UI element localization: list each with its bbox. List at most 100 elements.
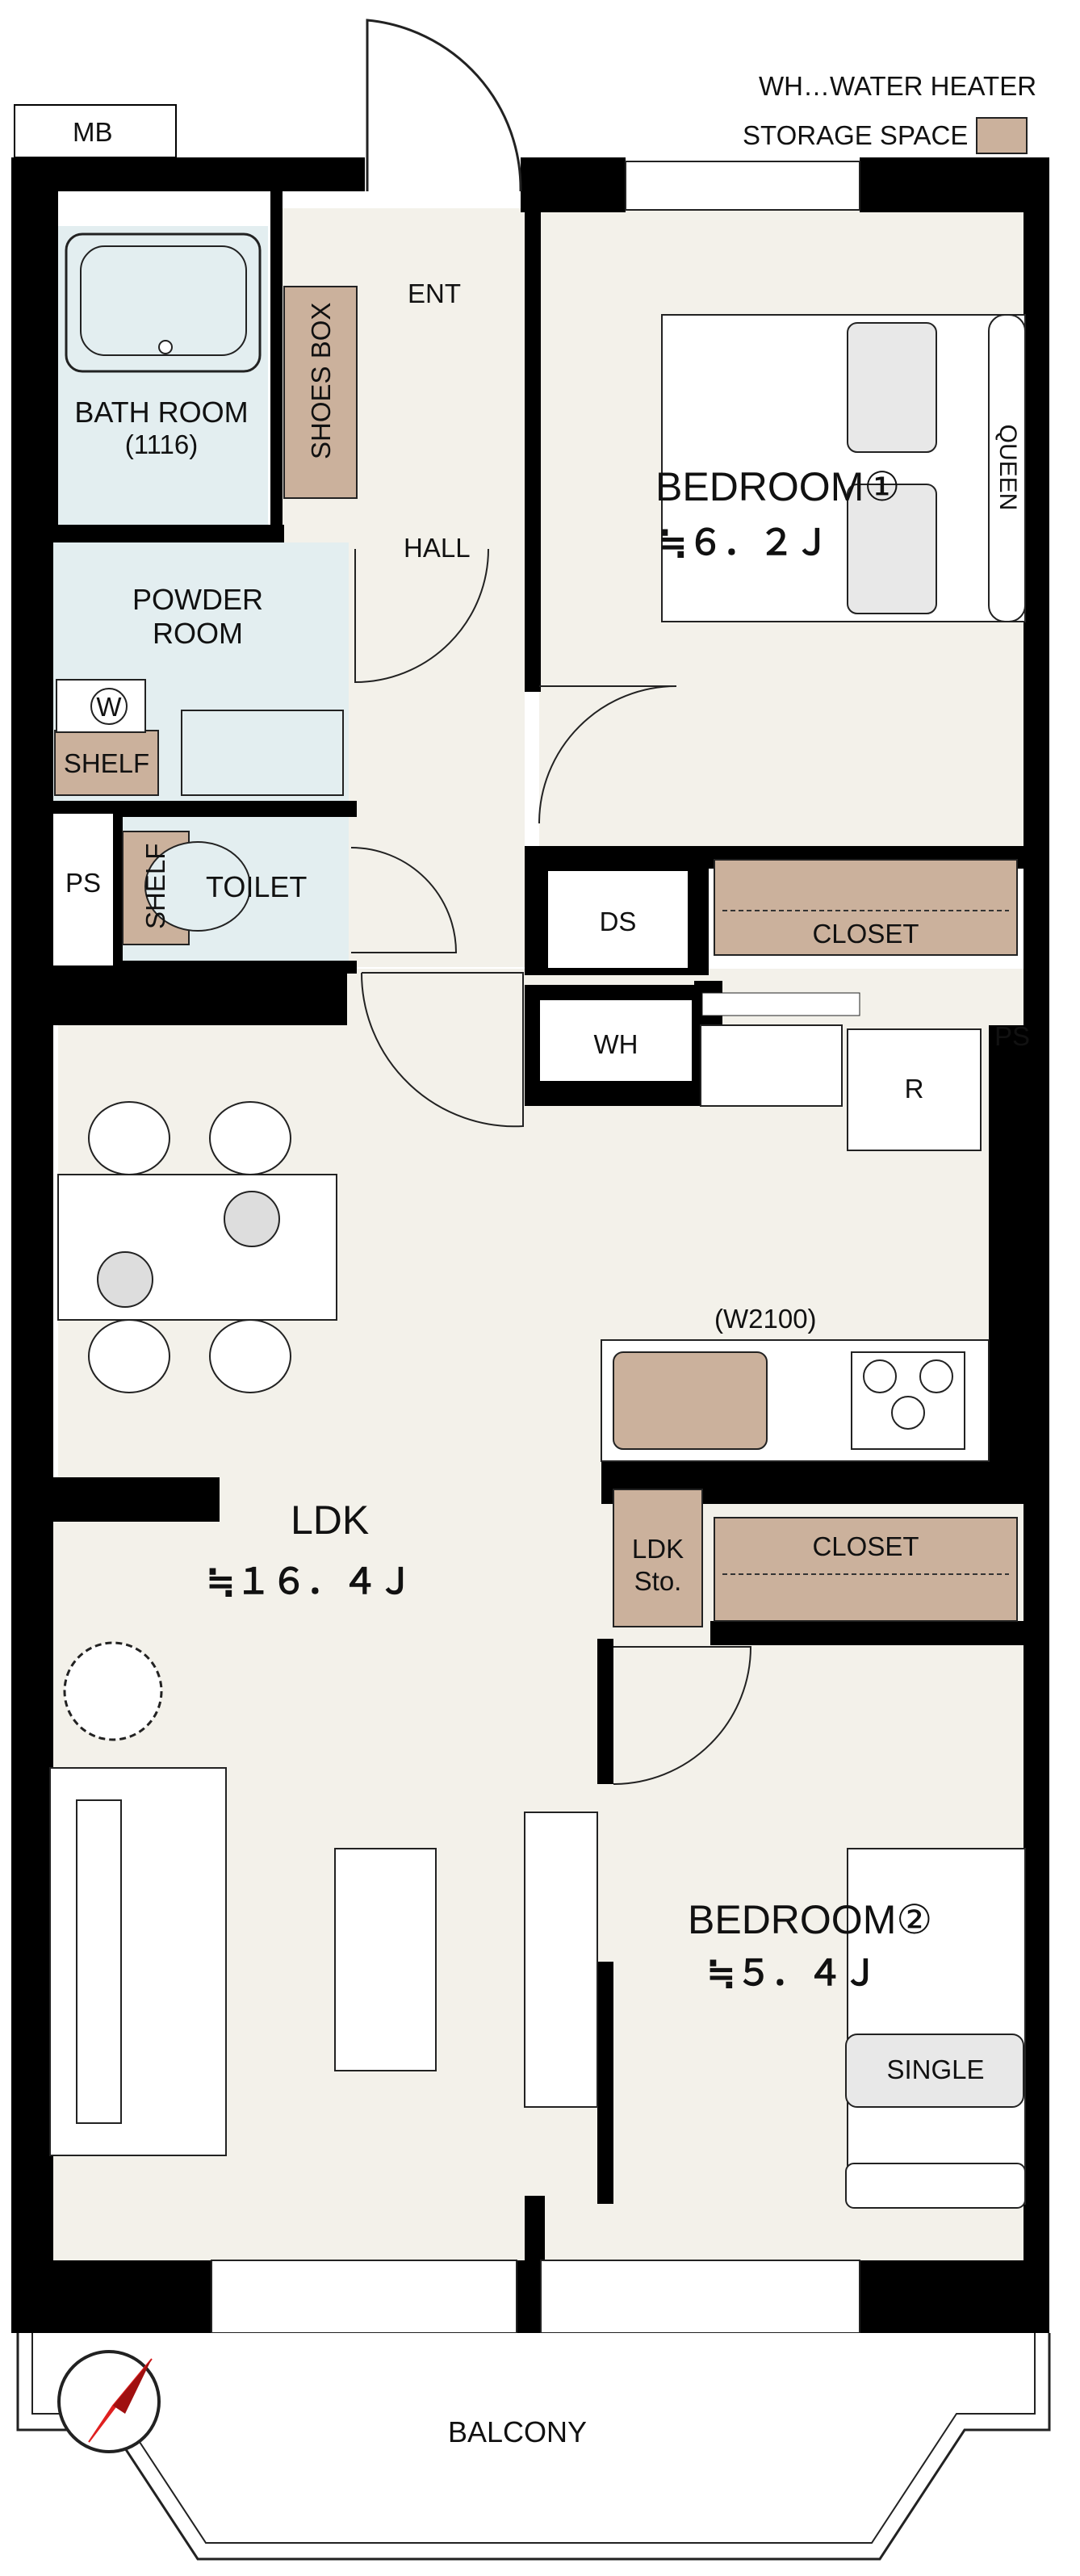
balcony-outline (16, 2333, 1051, 2561)
wall-top-left (11, 157, 211, 191)
wall-bed2-left-mid (597, 1962, 613, 2204)
fridge (847, 1028, 982, 1151)
label-fridge: R (904, 1074, 924, 1104)
wall-ps-left (113, 807, 123, 969)
label-single: SINGLE (886, 2055, 985, 2084)
wall-hall-left (270, 191, 283, 530)
ldk-sto-rect (613, 1489, 703, 1627)
wall-bed2-left (597, 1639, 613, 1784)
label-closet2: CLOSET (812, 1531, 919, 1561)
legend-wh-note: WH…WATER HEATER (759, 71, 1037, 101)
plant (63, 1641, 163, 1741)
plate2 (97, 1251, 153, 1308)
kitchen-sink (613, 1351, 768, 1450)
label-ds: DS (599, 907, 637, 936)
hall-door (354, 548, 489, 684)
toilet-bowl (144, 841, 251, 932)
washer-icon (90, 688, 128, 725)
wall-ldk-notch (50, 1477, 220, 1522)
entrance-door (366, 19, 522, 192)
label-powder-room-1: POWDER (132, 583, 263, 616)
bath-drain (158, 340, 173, 354)
label-kitchen-width: (W2100) (714, 1304, 817, 1334)
counter-strip (701, 992, 860, 1016)
upper-cabinet (700, 1024, 843, 1107)
wall-top-right (860, 157, 1045, 212)
queen-pillow1 (847, 322, 937, 453)
label-bedroom2-area: ≒５．４Ｊ (706, 1953, 878, 1994)
queen-bed (661, 314, 1026, 622)
balcony-inner (31, 2333, 1036, 2544)
ldk-door (360, 972, 524, 1128)
wall-hall-right (525, 191, 541, 692)
label-ldk-area: ≒１６．４Ｊ (206, 1561, 413, 1602)
closet2-rect (714, 1517, 1018, 1622)
label-ldk-sto-2: Sto. (634, 1566, 682, 1596)
storage-swatch (976, 117, 1028, 154)
wall-top-mid (211, 157, 365, 191)
shelf-powder-rect (54, 730, 159, 796)
toilet-door (350, 847, 458, 953)
wh-box (538, 999, 693, 1083)
wall-bath-left (50, 191, 58, 530)
label-bath-room: BATH ROOM (74, 396, 249, 429)
bedroom1-door (538, 685, 677, 824)
label-shoes-box: SHOES BOX (306, 302, 336, 459)
label-bedroom1: BEDROOM① (655, 464, 901, 509)
label-bedroom1-area: ≒６．２Ｊ (658, 522, 830, 563)
queen-pillow2 (847, 484, 937, 614)
wall-bottom-left (11, 2260, 211, 2333)
coffee-table (334, 1848, 437, 2071)
label-ps-right: PS (994, 1021, 1031, 1051)
label-toilet: TOILET (206, 870, 308, 903)
window-top (625, 161, 860, 211)
vanity (181, 710, 344, 796)
wall-bed2-closet-bottom (710, 1621, 1025, 1645)
label-wh: WH (593, 1029, 638, 1059)
label-bedroom2: BEDROOM② (688, 1897, 933, 1942)
stove-burner3 (891, 1396, 925, 1430)
kitchen-stove (851, 1351, 965, 1450)
legend-storage: STORAGE SPACE (743, 117, 1028, 154)
legend-storage-label: STORAGE SPACE (743, 120, 969, 150)
stove-burner2 (919, 1359, 953, 1393)
label-closet1: CLOSET (812, 919, 919, 949)
bedroom2-door (613, 1646, 752, 1785)
wall-powder-bottom (50, 801, 357, 817)
wall-kitchen-right (989, 1025, 1025, 1461)
bath-tub-inner (80, 245, 247, 356)
window-bottom-right (540, 2260, 860, 2334)
label-bath-size: (1116) (124, 429, 199, 459)
sofa-seat (76, 1799, 122, 2124)
closet1-rect (714, 859, 1018, 956)
window-bottom-left (211, 2260, 517, 2334)
stove-burner1 (863, 1359, 897, 1393)
label-powder-room-2: ROOM (153, 617, 243, 650)
wall-right (1023, 157, 1049, 2333)
label-ent: ENT (408, 279, 461, 308)
chair2 (209, 1101, 291, 1175)
ds-box (546, 869, 689, 970)
wall-ldk-upper-left2 (307, 969, 347, 1025)
label-queen: QUEEN (994, 424, 1021, 511)
wall-ldk-upper-left (50, 969, 324, 1025)
wall-bottom-right (860, 2260, 1045, 2333)
label-washer: W (96, 692, 122, 722)
dining-table (57, 1174, 337, 1321)
label-balcony: BALCONY (448, 2415, 588, 2448)
chair4 (209, 1319, 291, 1393)
ps-left-box (53, 814, 113, 965)
label-ldk-sto-1: LDK (631, 1534, 684, 1564)
compass-ring (57, 2350, 161, 2453)
label-ps-left: PS (65, 868, 102, 898)
label-shelf-toilet: SHELF (140, 843, 170, 929)
queen-headboard (988, 314, 1026, 622)
washer-box (56, 679, 146, 733)
chair1 (88, 1101, 170, 1175)
label-ldk: LDK (291, 1497, 370, 1543)
wall-bath-bottom (50, 525, 284, 542)
tv-stand (524, 1812, 598, 2108)
label-shelf-powder: SHELF (63, 748, 150, 778)
plate1 (224, 1191, 280, 1247)
